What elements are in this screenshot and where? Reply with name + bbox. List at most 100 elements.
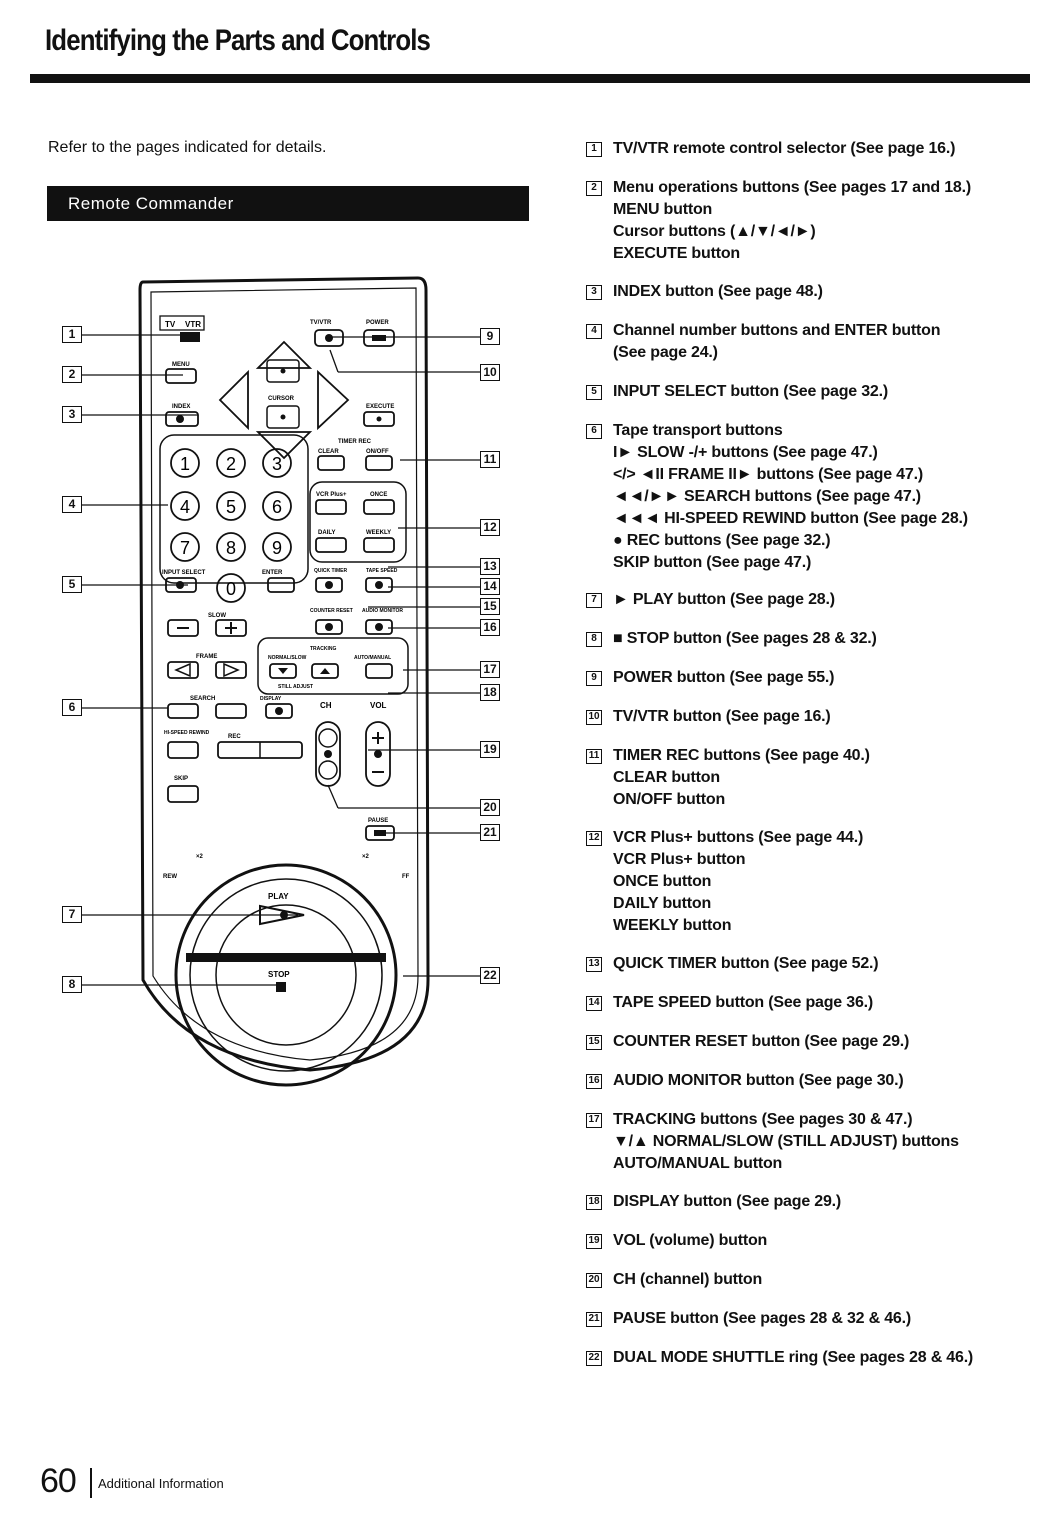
- pause-button[interactable]: [365, 825, 395, 841]
- hi-speed-rewind-button[interactable]: [167, 741, 199, 759]
- legend-number: 8: [586, 632, 602, 647]
- frame-forward-mark: [223, 662, 240, 678]
- legend-line: ◄◄◄ HI-SPEED REWIND button (See page 28.…: [613, 510, 968, 527]
- cursor-left-button[interactable]: [218, 369, 249, 431]
- tape-speed-button[interactable]: [365, 577, 393, 593]
- index-button[interactable]: [165, 411, 199, 427]
- callout-13: 13: [480, 558, 500, 575]
- tv-vtr-selector[interactable]: [159, 315, 205, 331]
- auto-manual-button[interactable]: [365, 663, 393, 679]
- cursor-up-button[interactable]: [255, 340, 313, 369]
- digit-3: 3: [272, 454, 282, 474]
- cursor-down-button[interactable]: [255, 431, 313, 460]
- legend-number: 1: [586, 142, 602, 157]
- execute-button-dot: [376, 416, 382, 422]
- search-forward-button[interactable]: [215, 703, 247, 719]
- legend-line: </> ◄II FRAME II► buttons (See page 47.): [613, 466, 923, 483]
- digit-buttons[interactable]: [170, 448, 292, 603]
- vcr-plus-button[interactable]: [315, 499, 347, 515]
- still-adjust-label: STILL ADJUST: [278, 684, 313, 690]
- clear-button[interactable]: [317, 455, 345, 471]
- execute-label: EXECUTE: [366, 404, 394, 410]
- power-button-mark: [372, 335, 386, 341]
- counter-reset-dot: [325, 623, 333, 631]
- ch-down-button[interactable]: [318, 760, 338, 780]
- legend-line: INDEX button (See page 48.): [613, 283, 823, 300]
- legend-line: I► SLOW -/+ buttons (See page 47.): [613, 444, 878, 461]
- legend-line: (See page 24.): [613, 344, 718, 361]
- input-select-label: INPUT SELECT: [162, 570, 206, 576]
- display-button[interactable]: [265, 703, 293, 719]
- slow-plus-button[interactable]: [215, 619, 247, 637]
- ch-button[interactable]: [315, 721, 341, 787]
- frame-forward-button[interactable]: [215, 661, 247, 679]
- execute-button[interactable]: [363, 411, 395, 427]
- search-rewind-button[interactable]: [167, 703, 199, 719]
- callout-5: 5: [62, 576, 82, 593]
- callout-11: 11: [480, 451, 500, 468]
- legend-line: Cursor buttons (▲/▼/◄/►): [613, 223, 816, 240]
- page-number: 60: [40, 1462, 77, 1500]
- digit-4: 4: [180, 497, 190, 517]
- frame-back-mark: [174, 662, 191, 678]
- cursor-right-button[interactable]: [317, 369, 350, 431]
- legend-line: ON/OFF button: [613, 791, 726, 808]
- cursor-down-face: [266, 405, 300, 429]
- once-label: ONCE: [370, 492, 387, 498]
- legend-line: CH (channel) button: [613, 1271, 763, 1288]
- ch-up-button[interactable]: [318, 728, 338, 748]
- enter-label: ENTER: [262, 570, 283, 576]
- counter-reset-button[interactable]: [315, 619, 343, 635]
- enter-button[interactable]: [267, 577, 295, 593]
- legend-number: 3: [586, 285, 602, 300]
- callout-4: 4: [62, 496, 82, 513]
- daily-button[interactable]: [315, 537, 347, 553]
- legend-number: 16: [586, 1074, 602, 1089]
- slow-minus-button[interactable]: [167, 619, 199, 637]
- display-label: DISPLAY: [260, 696, 282, 702]
- weekly-button[interactable]: [363, 537, 395, 553]
- vol-label: VOL: [370, 701, 387, 710]
- legend-line: DUAL MODE SHUTTLE ring (See pages 28 & 4…: [613, 1349, 974, 1366]
- legend-line: Tape transport buttons: [613, 422, 783, 439]
- tracking-up-button[interactable]: [311, 663, 339, 679]
- legend-line: ONCE button: [613, 873, 712, 890]
- stop-button[interactable]: [276, 982, 286, 992]
- pause-mark: [374, 830, 386, 836]
- normal-slow-label: NORMAL/SLOW: [268, 655, 307, 661]
- menu-button[interactable]: [165, 368, 197, 384]
- vol-button[interactable]: [365, 721, 391, 787]
- input-select-button[interactable]: [165, 577, 197, 593]
- play-dot: [280, 911, 288, 919]
- legend-line: CLEAR button: [613, 769, 720, 786]
- skip-button[interactable]: [167, 785, 199, 803]
- legend-line: Menu operations buttons (See pages 17 an…: [613, 179, 971, 196]
- quick-timer-button[interactable]: [315, 577, 343, 593]
- legend-number: 9: [586, 671, 602, 686]
- weekly-label: WEEKLY: [366, 530, 391, 536]
- on-off-button[interactable]: [365, 455, 393, 471]
- selector-switch[interactable]: [180, 332, 200, 342]
- power-button[interactable]: [363, 329, 395, 347]
- page-title: Identifying the Parts and Controls: [45, 24, 431, 57]
- shuttle-ring[interactable]: [174, 863, 398, 1087]
- tracking-down-button[interactable]: [269, 663, 297, 679]
- legend-line: ▼/▲ NORMAL/SLOW (STILL ADJUST) buttons: [613, 1133, 959, 1150]
- audio-monitor-button[interactable]: [365, 619, 393, 635]
- legend-line: AUDIO MONITOR button (See page 30.): [613, 1072, 904, 1089]
- frame-back-button[interactable]: [167, 661, 199, 679]
- once-button[interactable]: [363, 499, 395, 515]
- index-button-dot: [176, 415, 184, 423]
- tracking-down-mark: [278, 668, 288, 674]
- vtr-label: VTR: [185, 320, 201, 329]
- shuttle-center-bar: [186, 953, 386, 962]
- legend-line: COUNTER RESET button (See page 29.): [613, 1033, 910, 1050]
- slow-label: SLOW: [208, 613, 226, 619]
- tv-vtr-button[interactable]: [314, 329, 344, 347]
- digit-0: 0: [226, 579, 236, 599]
- vol-plus-mark: [372, 732, 384, 744]
- legend-number: 20: [586, 1273, 602, 1288]
- play-button[interactable]: [259, 904, 305, 926]
- digit-2: 2: [226, 454, 236, 474]
- timer-rec-label: TIMER REC: [338, 439, 372, 445]
